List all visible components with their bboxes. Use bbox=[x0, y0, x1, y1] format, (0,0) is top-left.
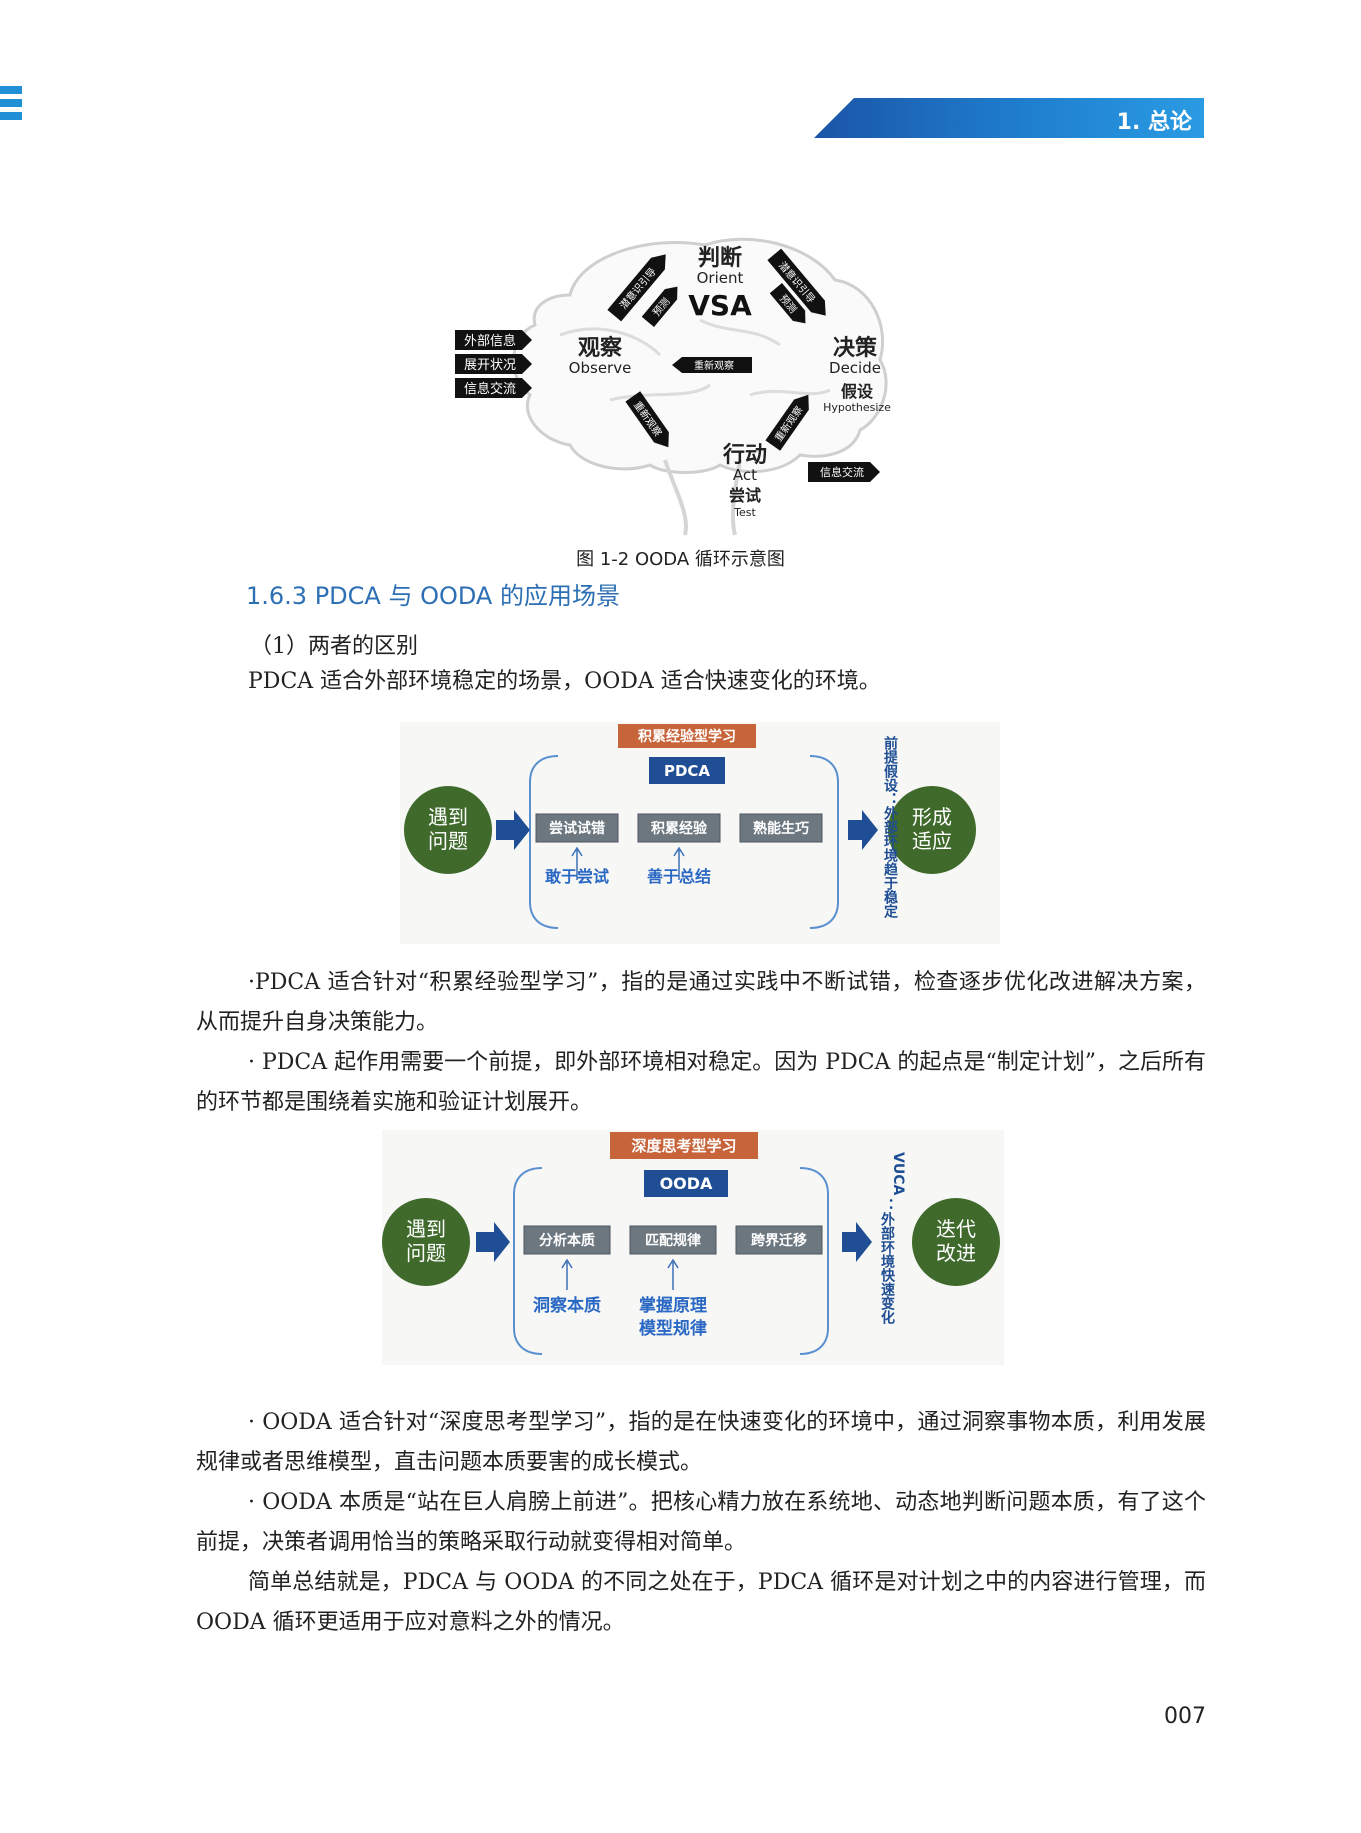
svg-text:积累经验: 积累经验 bbox=[651, 820, 708, 837]
arrow-info-exchange: 信息交流 bbox=[808, 462, 880, 482]
ooda-top-label: 深度思考型学习 bbox=[631, 1137, 736, 1155]
svg-text:展开状况: 展开状况 bbox=[464, 358, 516, 373]
ooda-method-box bbox=[644, 1170, 728, 1197]
ooda-arrow-out bbox=[842, 1222, 872, 1262]
pdca-paragraph-2: · PDCA 起作用需要一个前提，即外部环境相对稳定。因为 PDCA 的起点是“… bbox=[196, 1050, 1206, 1115]
ooda-loop-figure: 判断 Orient VSA 观察 Observe 决策 Decide 假设 Hy… bbox=[450, 225, 920, 540]
pdca-arrow-in bbox=[496, 810, 530, 850]
orient-en: Orient bbox=[697, 269, 744, 287]
ooda-method: OODA bbox=[660, 1174, 713, 1193]
pdca-vertical-note: 前提假设：外部环境趋于稳定 bbox=[882, 735, 898, 919]
pdca-paragraph-1: ·PDCA 适合针对“积累经验型学习”，指的是通过实践中不断试错，检查逐步优化改… bbox=[196, 970, 1206, 1035]
svg-text:分析本质: 分析本质 bbox=[539, 1232, 595, 1249]
decide-en: Decide bbox=[829, 359, 881, 377]
pdca-top-label: 积累经验型学习 bbox=[638, 728, 736, 745]
ooda-step: 跨界迁移 bbox=[735, 1225, 823, 1255]
pdca-left-circle bbox=[404, 786, 492, 874]
pdca-step: 熟能生巧 bbox=[739, 813, 823, 843]
decide-cn2: 假设 bbox=[841, 382, 874, 401]
svg-text:形成: 形成 bbox=[912, 805, 952, 829]
svg-text:信息交流: 信息交流 bbox=[464, 381, 516, 397]
pdca-step: 积累经验 bbox=[637, 813, 721, 843]
ooda-arrow-in bbox=[476, 1222, 510, 1262]
svg-text:遇到: 遇到 bbox=[428, 805, 468, 829]
svg-text:遇到: 遇到 bbox=[406, 1217, 446, 1241]
summary-paragraph: 简单总结就是，PDCA 与 OODA 的不同之处在于，PDCA 循环是对计划之中… bbox=[196, 1570, 1206, 1635]
ooda-left-circle bbox=[382, 1198, 470, 1286]
page-number: 007 bbox=[1164, 1704, 1206, 1729]
ooda-top-label-box bbox=[610, 1132, 758, 1159]
subheading: （1）两者的区别 bbox=[250, 634, 418, 659]
arrow-reobserve-center: 重新观察 bbox=[672, 357, 752, 373]
ooda-support: 模型规律 bbox=[639, 1318, 707, 1339]
ooda-step: 分析本质 bbox=[523, 1225, 611, 1255]
svg-text:迭代: 迭代 bbox=[936, 1217, 976, 1241]
chapter-tab: 1. 总论 bbox=[814, 98, 1204, 138]
svg-text:跨界迁移: 跨界迁移 bbox=[751, 1232, 807, 1249]
pdca-step: 尝试试错 bbox=[535, 813, 619, 843]
svg-text:熟能生巧: 熟能生巧 bbox=[753, 820, 809, 837]
observe-en: Observe bbox=[569, 359, 632, 377]
act-en2: Test bbox=[733, 506, 756, 519]
svg-text:匹配规律: 匹配规律 bbox=[645, 1232, 701, 1249]
ooda-right-circle bbox=[912, 1198, 1000, 1286]
pdca-method-box bbox=[649, 757, 725, 784]
pdca-diagram: 积累经验型学习 PDCA 遇到 问题 形成 适应 尝试试错 积累经验 熟能生巧 … bbox=[400, 722, 1000, 944]
svg-text:问题: 问题 bbox=[428, 829, 468, 853]
ooda-vertical-note: ：外部环境快速变化 bbox=[879, 1198, 895, 1325]
orient-cn: 判断 bbox=[698, 245, 742, 271]
figure-caption: 图 1-2 OODA 循环示意图 bbox=[576, 549, 785, 570]
ooda-paragraph-1: · OODA 适合针对“深度思考型学习”，指的是在快速变化的环境中，通过洞察事物… bbox=[196, 1410, 1206, 1475]
pdca-top-label-box bbox=[618, 724, 756, 748]
intro-paragraph: PDCA 适合外部环境稳定的场景，OODA 适合快速变化的环境。 bbox=[248, 669, 881, 694]
input-tag-1: 外部信息 bbox=[455, 330, 532, 350]
ooda-paragraph-2: · OODA 本质是“站在巨人肩膀上前进”。把核心精力放在系统地、动态地判断问题… bbox=[196, 1490, 1206, 1555]
input-tag-3: 信息交流 bbox=[455, 378, 532, 398]
decide-en2: Hypothesize bbox=[823, 401, 891, 414]
pdca-arrow-out bbox=[848, 810, 878, 850]
svg-text:适应: 适应 bbox=[912, 829, 952, 853]
section-heading: 1.6.3 PDCA 与 OODA 的应用场景 bbox=[246, 582, 620, 610]
svg-text:信息交流: 信息交流 bbox=[820, 465, 864, 479]
ooda-diagram: 深度思考型学习 OODA 遇到 问题 迭代 改进 分析本质 匹配规律 跨界迁移 … bbox=[382, 1130, 1004, 1365]
svg-text:改进: 改进 bbox=[936, 1241, 976, 1265]
observe-cn: 观察 bbox=[578, 335, 623, 361]
ooda-support: 掌握原理 bbox=[639, 1295, 707, 1316]
act-cn: 行动 bbox=[722, 442, 767, 468]
pdca-method: PDCA bbox=[664, 762, 710, 780]
chapter-title: 1. 总论 bbox=[1116, 110, 1192, 135]
orient-vsa: VSA bbox=[688, 289, 752, 322]
ooda-step: 匹配规律 bbox=[629, 1225, 717, 1255]
pdca-support: 敢于尝试 bbox=[545, 867, 609, 886]
act-cn2: 尝试 bbox=[729, 486, 761, 505]
act-en: Act bbox=[733, 466, 757, 484]
svg-text:尝试试错: 尝试试错 bbox=[549, 820, 605, 837]
ooda-support: 洞察本质 bbox=[533, 1295, 601, 1316]
ooda-vertical-note-latin: VUCA bbox=[890, 1152, 906, 1195]
input-tag-2: 展开状况 bbox=[455, 354, 532, 374]
side-decoration bbox=[0, 86, 22, 125]
svg-text:外部信息: 外部信息 bbox=[464, 333, 516, 349]
svg-text:问题: 问题 bbox=[406, 1241, 446, 1265]
svg-text:重新观察: 重新观察 bbox=[694, 359, 734, 372]
pdca-right-circle bbox=[888, 786, 976, 874]
pdca-support: 善于总结 bbox=[647, 867, 711, 886]
decide-cn: 决策 bbox=[833, 335, 878, 361]
